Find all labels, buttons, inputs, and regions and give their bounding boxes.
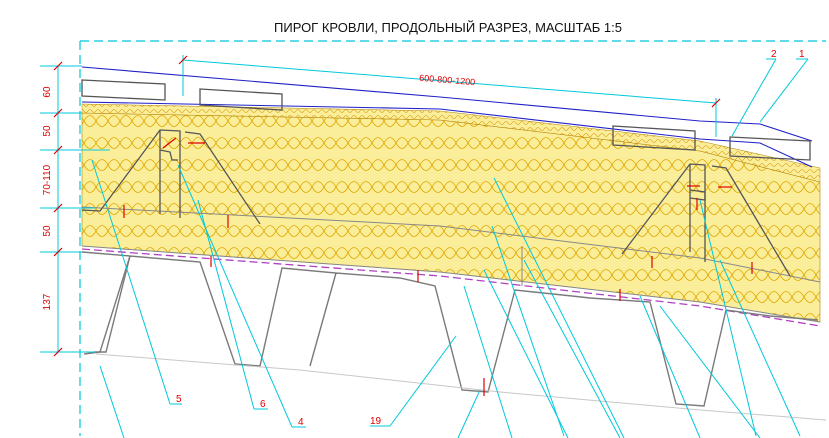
drawing-frame <box>79 40 826 436</box>
roof-membrane <box>81 66 813 168</box>
drawing-title: ПИРОГ КРОВЛИ, ПРОДОЛЬНЫЙ РАЗРЕЗ, МАСШТАБ… <box>274 20 622 35</box>
top-wool-band <box>81 103 821 183</box>
dimension-50-top: 50 <box>42 125 53 137</box>
profiled-steel-deck-2 <box>94 255 131 353</box>
lower-slab-lines <box>81 206 821 323</box>
callout-2: 2 <box>771 49 777 60</box>
thermo-brackets <box>81 79 811 277</box>
spacing-dimension <box>182 55 717 137</box>
callout-1: 1 <box>799 49 805 60</box>
callout-5: 5 <box>176 394 182 405</box>
dimension-60: 60 <box>42 86 53 98</box>
dimension-137: 137 <box>42 293 53 310</box>
fasteners <box>123 137 753 396</box>
dimension-70-110: 70-110 <box>42 164 53 195</box>
spacing-dimension-ticks <box>178 55 721 108</box>
dimension-50-bottom: 50 <box>42 225 53 237</box>
callout-19: 19 <box>370 416 382 427</box>
leader-lines <box>91 58 809 438</box>
dimension-spacing: 600-800-1200 <box>419 73 476 87</box>
left-dimension-ticks <box>53 61 63 357</box>
profiled-steel-deck <box>81 251 819 407</box>
callout-4: 4 <box>298 417 304 428</box>
deck-underline <box>95 353 827 421</box>
callout-6: 6 <box>260 399 266 410</box>
